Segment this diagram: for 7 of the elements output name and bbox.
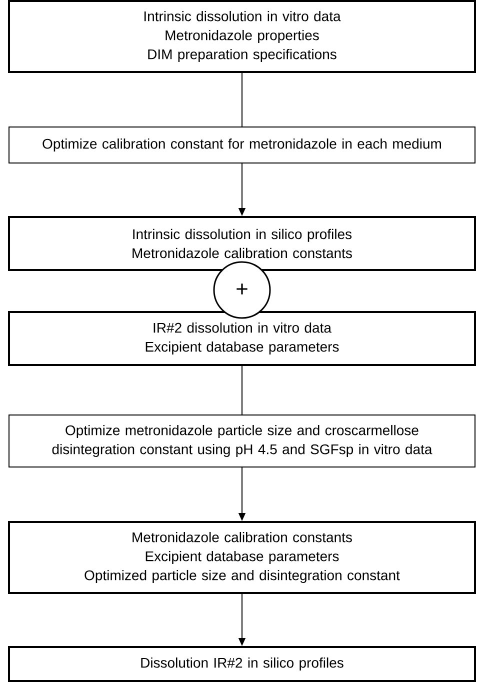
process-box: Intrinsic dissolution in silico profiles Metronidazole calibration constants: [8, 216, 476, 271]
process-box: Dissolution IR#2 in silico profiles: [8, 646, 476, 682]
process-box: Intrinsic dissolution in vitro data Metronidazole properties DIM preparation specifications: [8, 0, 476, 73]
process-box: Metronidazole calibration constants Excipient database parameters Optimized particle size and disintegration constant: [8, 521, 476, 594]
process-box: Optimize metronidazole particle size and croscarmellose disintegration constant using pH 4.5 and SGFsp in vitro data: [8, 414, 476, 468]
process-box: Optimize calibration constant for metronidazole in each medium: [8, 126, 476, 164]
process-box: IR#2 dissolution in vitro data Excipient database parameters: [8, 311, 476, 366]
